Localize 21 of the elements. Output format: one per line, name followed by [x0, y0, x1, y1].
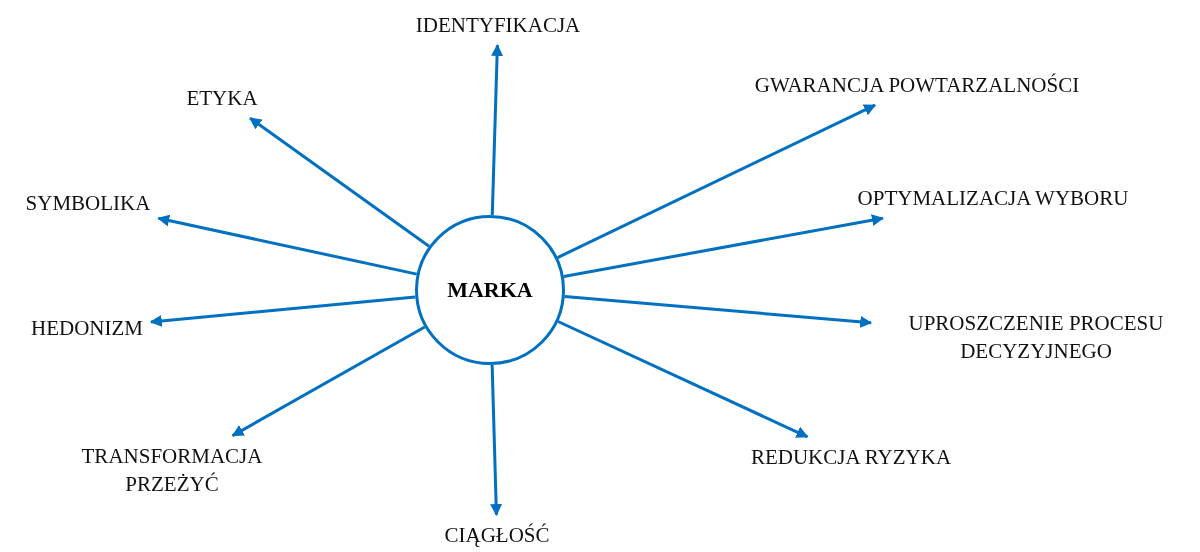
arrow: [490, 43, 504, 216]
function-label: IDENTYFIKACJA: [407, 4, 589, 46]
function-label: TRANSFORMACJA PRZEŻYĆ: [42, 435, 302, 505]
function-label: CIĄGŁOŚĆ: [436, 514, 558, 552]
arrow: [157, 214, 417, 276]
arrow: [249, 116, 430, 248]
function-label: OPTYMALIZACJA WYBORU: [849, 177, 1137, 219]
function-label: HEDONIZM: [23, 307, 151, 349]
arrow: [564, 294, 873, 328]
hub-label: MARKA: [447, 277, 533, 303]
arrow: [557, 320, 809, 439]
arrow: [490, 364, 503, 517]
function-label: REDUKCJA RYZYKA: [742, 436, 960, 478]
function-label: SYMBOLIKA: [17, 182, 159, 224]
function-label: ETYKA: [178, 77, 266, 119]
function-label: UPROSZCZENIE PROCESU DECYZYJNEGO: [871, 302, 1200, 372]
arrow: [231, 325, 426, 437]
arrow: [563, 214, 884, 278]
arrow: [556, 103, 877, 259]
function-label: GWARANCJA POWTARZALNOŚCI: [746, 64, 1088, 106]
arrow: [149, 295, 416, 327]
